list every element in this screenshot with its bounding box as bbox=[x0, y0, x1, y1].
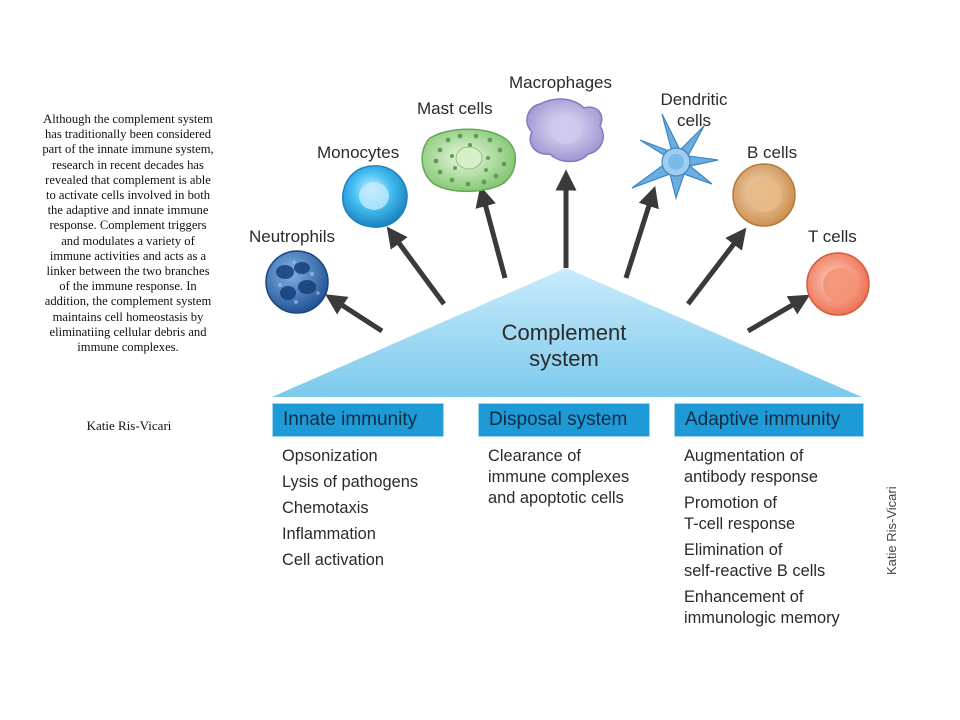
label-mast-cells-text: Mast cells bbox=[417, 99, 493, 118]
disposal-functions-list: Clearance of immune complexes and apoptoti… bbox=[488, 446, 629, 514]
label-mast-cells: Mast cells bbox=[417, 98, 493, 119]
b-cell bbox=[732, 163, 796, 227]
side-description-line: the adaptive and innate immune bbox=[47, 203, 209, 218]
label-t-cells-text: T cells bbox=[808, 227, 857, 246]
disposal-function-item: Clearance of immune complexes and apoptoti… bbox=[488, 446, 629, 509]
adaptive-function-item: Augmentation of antibody response bbox=[684, 446, 840, 488]
complement-system-label: Complement system bbox=[484, 320, 644, 372]
label-neutrophils-text: Neutrophils bbox=[249, 227, 335, 246]
label-t-cells: T cells bbox=[808, 226, 857, 247]
adaptive-function-item: Promotion of T-cell response bbox=[684, 493, 840, 535]
monocyte-cell bbox=[342, 165, 408, 228]
t-cell bbox=[806, 252, 870, 316]
side-description-line: linker between the two branches bbox=[46, 264, 210, 279]
label-neutrophils: Neutrophils bbox=[249, 226, 335, 247]
arrow-to-t-cells bbox=[746, 294, 811, 334]
header-disposal-system: Disposal system bbox=[478, 403, 650, 437]
complement-triangle bbox=[272, 268, 862, 397]
mast-cell bbox=[421, 128, 516, 193]
side-description-line: maintains cell homeostasis by bbox=[52, 309, 204, 324]
adaptive-function-text: Augmentation of bbox=[684, 447, 804, 465]
innate-function-text: Cell activation bbox=[282, 551, 385, 569]
adaptive-function-text: immunologic memory bbox=[684, 609, 840, 627]
disposal-function-text: Clearance of bbox=[488, 447, 581, 465]
arrow-to-mast-cells bbox=[475, 185, 508, 279]
side-description-line: part of the innate immune system, bbox=[42, 142, 214, 157]
innate-function-text: Inflammation bbox=[282, 525, 376, 543]
side-description-line: and modulates a variety of bbox=[61, 233, 195, 248]
adaptive-function-text: Enhancement of bbox=[684, 588, 804, 606]
disposal-function-text: immune complexes bbox=[488, 468, 630, 486]
illustrator-credit: Katie Ris-Vicari bbox=[884, 486, 899, 575]
side-description-line: research in recent decades has bbox=[52, 157, 204, 172]
label-b-cells-text: B cells bbox=[747, 143, 798, 162]
innate-function-item: Inflammation bbox=[282, 524, 418, 545]
label-monocytes: Monocytes bbox=[317, 142, 399, 163]
side-description-line: has traditionally been considered bbox=[44, 127, 212, 142]
adaptive-function-item: Elimination of self-reactive B cells bbox=[684, 540, 840, 582]
header-adaptive-immunity: Adaptive immunity bbox=[674, 403, 864, 437]
label-monocytes-text: Monocytes bbox=[317, 143, 400, 162]
adaptive-function-text: antibody response bbox=[684, 468, 818, 486]
side-description-line: immune complexes. bbox=[77, 340, 179, 355]
innate-function-text: Opsonization bbox=[282, 447, 378, 465]
macrophage-cell bbox=[526, 98, 604, 163]
label-dendritic-cells-line1: Dendritic bbox=[660, 90, 728, 109]
complement-label-line1: Complement bbox=[501, 320, 627, 345]
label-macrophages: Macrophages bbox=[509, 72, 612, 93]
adaptive-function-text: Elimination of bbox=[684, 541, 783, 559]
innate-function-item: Chemotaxis bbox=[282, 498, 418, 519]
side-author: Katie Ris-Vicari bbox=[86, 418, 172, 433]
innate-function-text: Chemotaxis bbox=[282, 499, 369, 517]
adaptive-function-text: self-reactive B cells bbox=[684, 562, 826, 580]
side-description-line: response. Complement triggers bbox=[49, 218, 207, 233]
side-description-line: addition, the complement system bbox=[44, 294, 212, 309]
arrow-to-neutrophils bbox=[325, 294, 384, 334]
adaptive-function-text: Promotion of bbox=[684, 494, 777, 512]
arrow-to-monocytes bbox=[386, 226, 447, 306]
neutrophil-cell bbox=[265, 250, 329, 314]
adaptive-function-text: T-cell response bbox=[684, 515, 796, 533]
side-description-line: immune activities and acts as a bbox=[49, 248, 207, 263]
header-innate-immunity: Innate immunity bbox=[272, 403, 444, 437]
label-dendritic-cells-line2: cells bbox=[676, 111, 711, 130]
label-dendritic-cells: Dendritic cells bbox=[654, 89, 734, 131]
side-description-line: of the immune response. In bbox=[59, 279, 197, 294]
side-description-line: revealed that complement is able bbox=[45, 172, 211, 187]
complement-label-line2: system bbox=[529, 346, 599, 371]
arrow-to-b-cells bbox=[686, 227, 747, 306]
arrow-to-dendritic-cells bbox=[623, 185, 659, 279]
innate-function-text: Lysis of pathogens bbox=[282, 473, 419, 491]
side-description-line: Although the complement system bbox=[43, 112, 213, 126]
innate-function-item: Cell activation bbox=[282, 550, 418, 571]
disposal-function-text: and apoptotic cells bbox=[488, 489, 624, 507]
innate-function-item: Opsonization bbox=[282, 446, 418, 467]
adaptive-function-item: Enhancement of immunologic memory bbox=[684, 587, 840, 629]
label-b-cells: B cells bbox=[747, 142, 797, 163]
side-description-line: to activate cells involved in both bbox=[45, 188, 211, 203]
dendritic-cell bbox=[631, 113, 719, 201]
side-description-line: eliminatiing cellular debris and bbox=[49, 324, 207, 339]
label-macrophages-text: Macrophages bbox=[509, 73, 613, 92]
innate-function-item: Lysis of pathogens bbox=[282, 472, 418, 493]
